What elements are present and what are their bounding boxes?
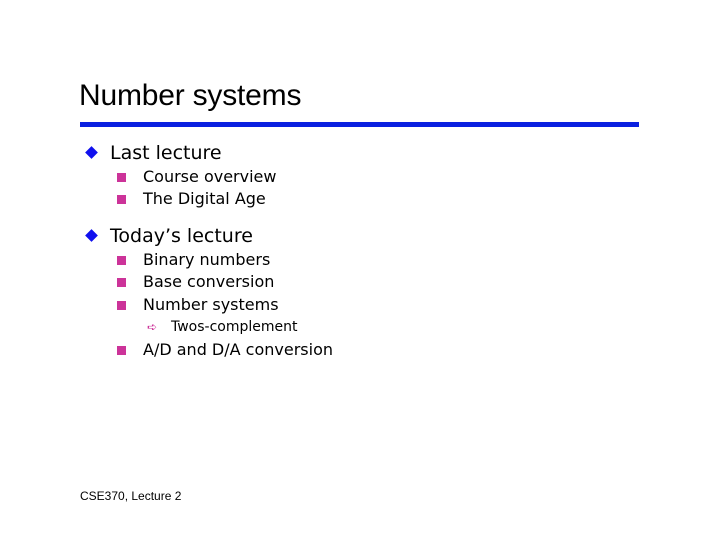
- bullet-label: Today’s lecture: [110, 225, 253, 247]
- square-icon: [117, 346, 126, 355]
- square-icon: [117, 195, 126, 204]
- sub-sub-bullet-twos-complement: ➪ Twos-complement: [147, 318, 298, 336]
- square-icon: [117, 278, 126, 287]
- slide-title: Number systems: [79, 79, 302, 112]
- sub-bullet-ad-da-conversion: A/D and D/A conversion: [117, 339, 333, 361]
- sub-bullet-number-systems: Number systems: [117, 294, 279, 316]
- sub-sub-bullet-label: Twos-complement: [171, 319, 298, 335]
- diamond-icon: [85, 229, 98, 242]
- arrow-right-icon: ➪: [147, 320, 158, 334]
- sub-bullet-base-conversion: Base conversion: [117, 271, 275, 293]
- bullet-label: Last lecture: [110, 142, 222, 164]
- title-underline: [80, 122, 639, 127]
- sub-bullet-label: A/D and D/A conversion: [143, 340, 333, 359]
- sub-bullet-label: The Digital Age: [143, 189, 266, 208]
- square-icon: [117, 173, 126, 182]
- diamond-icon: [85, 146, 98, 159]
- sub-bullet-label: Binary numbers: [143, 250, 271, 269]
- sub-bullet-course-overview: Course overview: [117, 166, 277, 188]
- slide-footer: CSE370, Lecture 2: [80, 489, 182, 503]
- bullet-last-lecture: Last lecture: [85, 141, 222, 165]
- square-icon: [117, 301, 126, 310]
- sub-bullet-label: Course overview: [143, 167, 277, 186]
- sub-bullet-digital-age: The Digital Age: [117, 188, 266, 210]
- sub-bullet-binary-numbers: Binary numbers: [117, 249, 271, 271]
- square-icon: [117, 256, 126, 265]
- sub-bullet-label: Base conversion: [143, 272, 275, 291]
- bullet-todays-lecture: Today’s lecture: [85, 224, 253, 248]
- sub-bullet-label: Number systems: [143, 295, 279, 314]
